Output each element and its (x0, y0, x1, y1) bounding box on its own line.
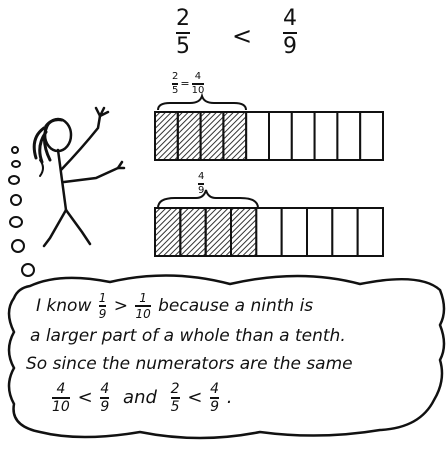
numerator: 1 (98, 291, 107, 305)
denominator: 10 (52, 398, 70, 415)
numerator: 4 (56, 381, 66, 397)
denominator: 9 (198, 184, 205, 196)
denominator: 10 (135, 306, 151, 321)
fraction-bar (172, 83, 179, 85)
shaded-part (199, 111, 225, 161)
unshaded-part (336, 111, 362, 161)
fraction-one-tenth: 1 10 (135, 291, 151, 321)
unshaded-part (290, 111, 316, 161)
shaded-part (230, 207, 258, 257)
fraction-bar (176, 32, 190, 34)
text-because: because a ninth is (158, 295, 314, 316)
unshaded-part (356, 207, 384, 257)
denominator: 9 (100, 398, 110, 415)
speech-cloud (7, 274, 446, 440)
fraction-bar (52, 397, 70, 399)
unshaded-part (359, 111, 385, 161)
top-fraction-bar (154, 111, 385, 161)
shaded-part (179, 207, 207, 257)
unshaded-part (245, 111, 270, 161)
fraction-bar (170, 397, 180, 399)
shaded-part (154, 111, 179, 161)
unshaded-part (306, 207, 334, 257)
numerator: 2 (170, 381, 180, 397)
label-fraction-four-tenths: 4 10 (191, 71, 205, 96)
top-bar-label: 2 5 = 4 10 (172, 71, 205, 96)
less-than-symbol: < (187, 386, 203, 408)
denominator: 9 (98, 306, 107, 321)
unshaded-part (268, 111, 293, 161)
fraction-bar (210, 397, 220, 399)
fraction-bar (98, 305, 107, 307)
numerator: 2 (172, 71, 179, 82)
speech-line-3: So since the numerators are the same (26, 354, 353, 374)
fraction-bar (135, 305, 151, 307)
denominator: 5 (172, 84, 179, 96)
numerator: 1 (139, 291, 147, 305)
bottom-fraction-bar (154, 207, 384, 257)
stick-figure (32, 106, 126, 248)
label-fraction-two-fifths: 2 5 (172, 71, 179, 96)
equals-sign: = (180, 77, 190, 91)
less-than-symbol: < (232, 22, 253, 50)
numerator: 4 (198, 171, 205, 182)
speech-line-4: 4 10 < 4 9 and 2 5 < 4 9 . (50, 382, 233, 414)
period: . (226, 386, 233, 408)
text-i-know: I know (36, 295, 92, 316)
fraction-two-fifths: 2 5 (176, 8, 190, 58)
numerator: 4 (194, 71, 202, 82)
denominator: 9 (283, 34, 297, 59)
fraction-four-ninths: 4 9 (100, 381, 110, 415)
unshaded-part (255, 207, 283, 257)
top-brace (157, 92, 247, 111)
thought-bubbles (8, 146, 35, 277)
fraction-four-ninths: 4 9 (283, 8, 297, 58)
fraction-two-fifths: 2 5 (170, 381, 180, 415)
denominator: 5 (176, 34, 190, 59)
bottom-bar-label: 4 9 (198, 171, 205, 196)
numerator: 4 (100, 381, 110, 397)
fraction-four-ninths: 4 9 (210, 381, 220, 415)
unshaded-part (313, 111, 339, 161)
speech-line-2: a larger part of a whole than a tenth. (30, 326, 346, 346)
greater-than-symbol: > (113, 295, 129, 316)
less-than-symbol: < (77, 386, 93, 408)
bottom-brace (157, 189, 259, 209)
fraction-one-ninth: 1 9 (98, 291, 107, 321)
fraction-bar (191, 83, 205, 85)
fraction-four-tenths: 4 10 (52, 382, 70, 414)
shaded-part (222, 111, 248, 161)
denominator: 10 (191, 84, 205, 96)
speech-line-1: I know 1 9 > 1 10 because a ninth is (36, 292, 313, 320)
numerator: 2 (176, 6, 190, 31)
fraction-bar (100, 397, 110, 399)
fraction-bar (283, 32, 297, 34)
shaded-part (204, 207, 233, 257)
unshaded-part (331, 207, 359, 257)
unshaded-part (280, 207, 308, 257)
denominator: 9 (210, 398, 220, 415)
denominator: 5 (170, 398, 180, 415)
text-and: and (123, 386, 157, 408)
fraction-bar (198, 183, 205, 185)
shaded-part (154, 207, 182, 257)
numerator: 4 (210, 381, 220, 397)
numerator: 4 (283, 6, 297, 31)
shaded-part (176, 111, 202, 161)
